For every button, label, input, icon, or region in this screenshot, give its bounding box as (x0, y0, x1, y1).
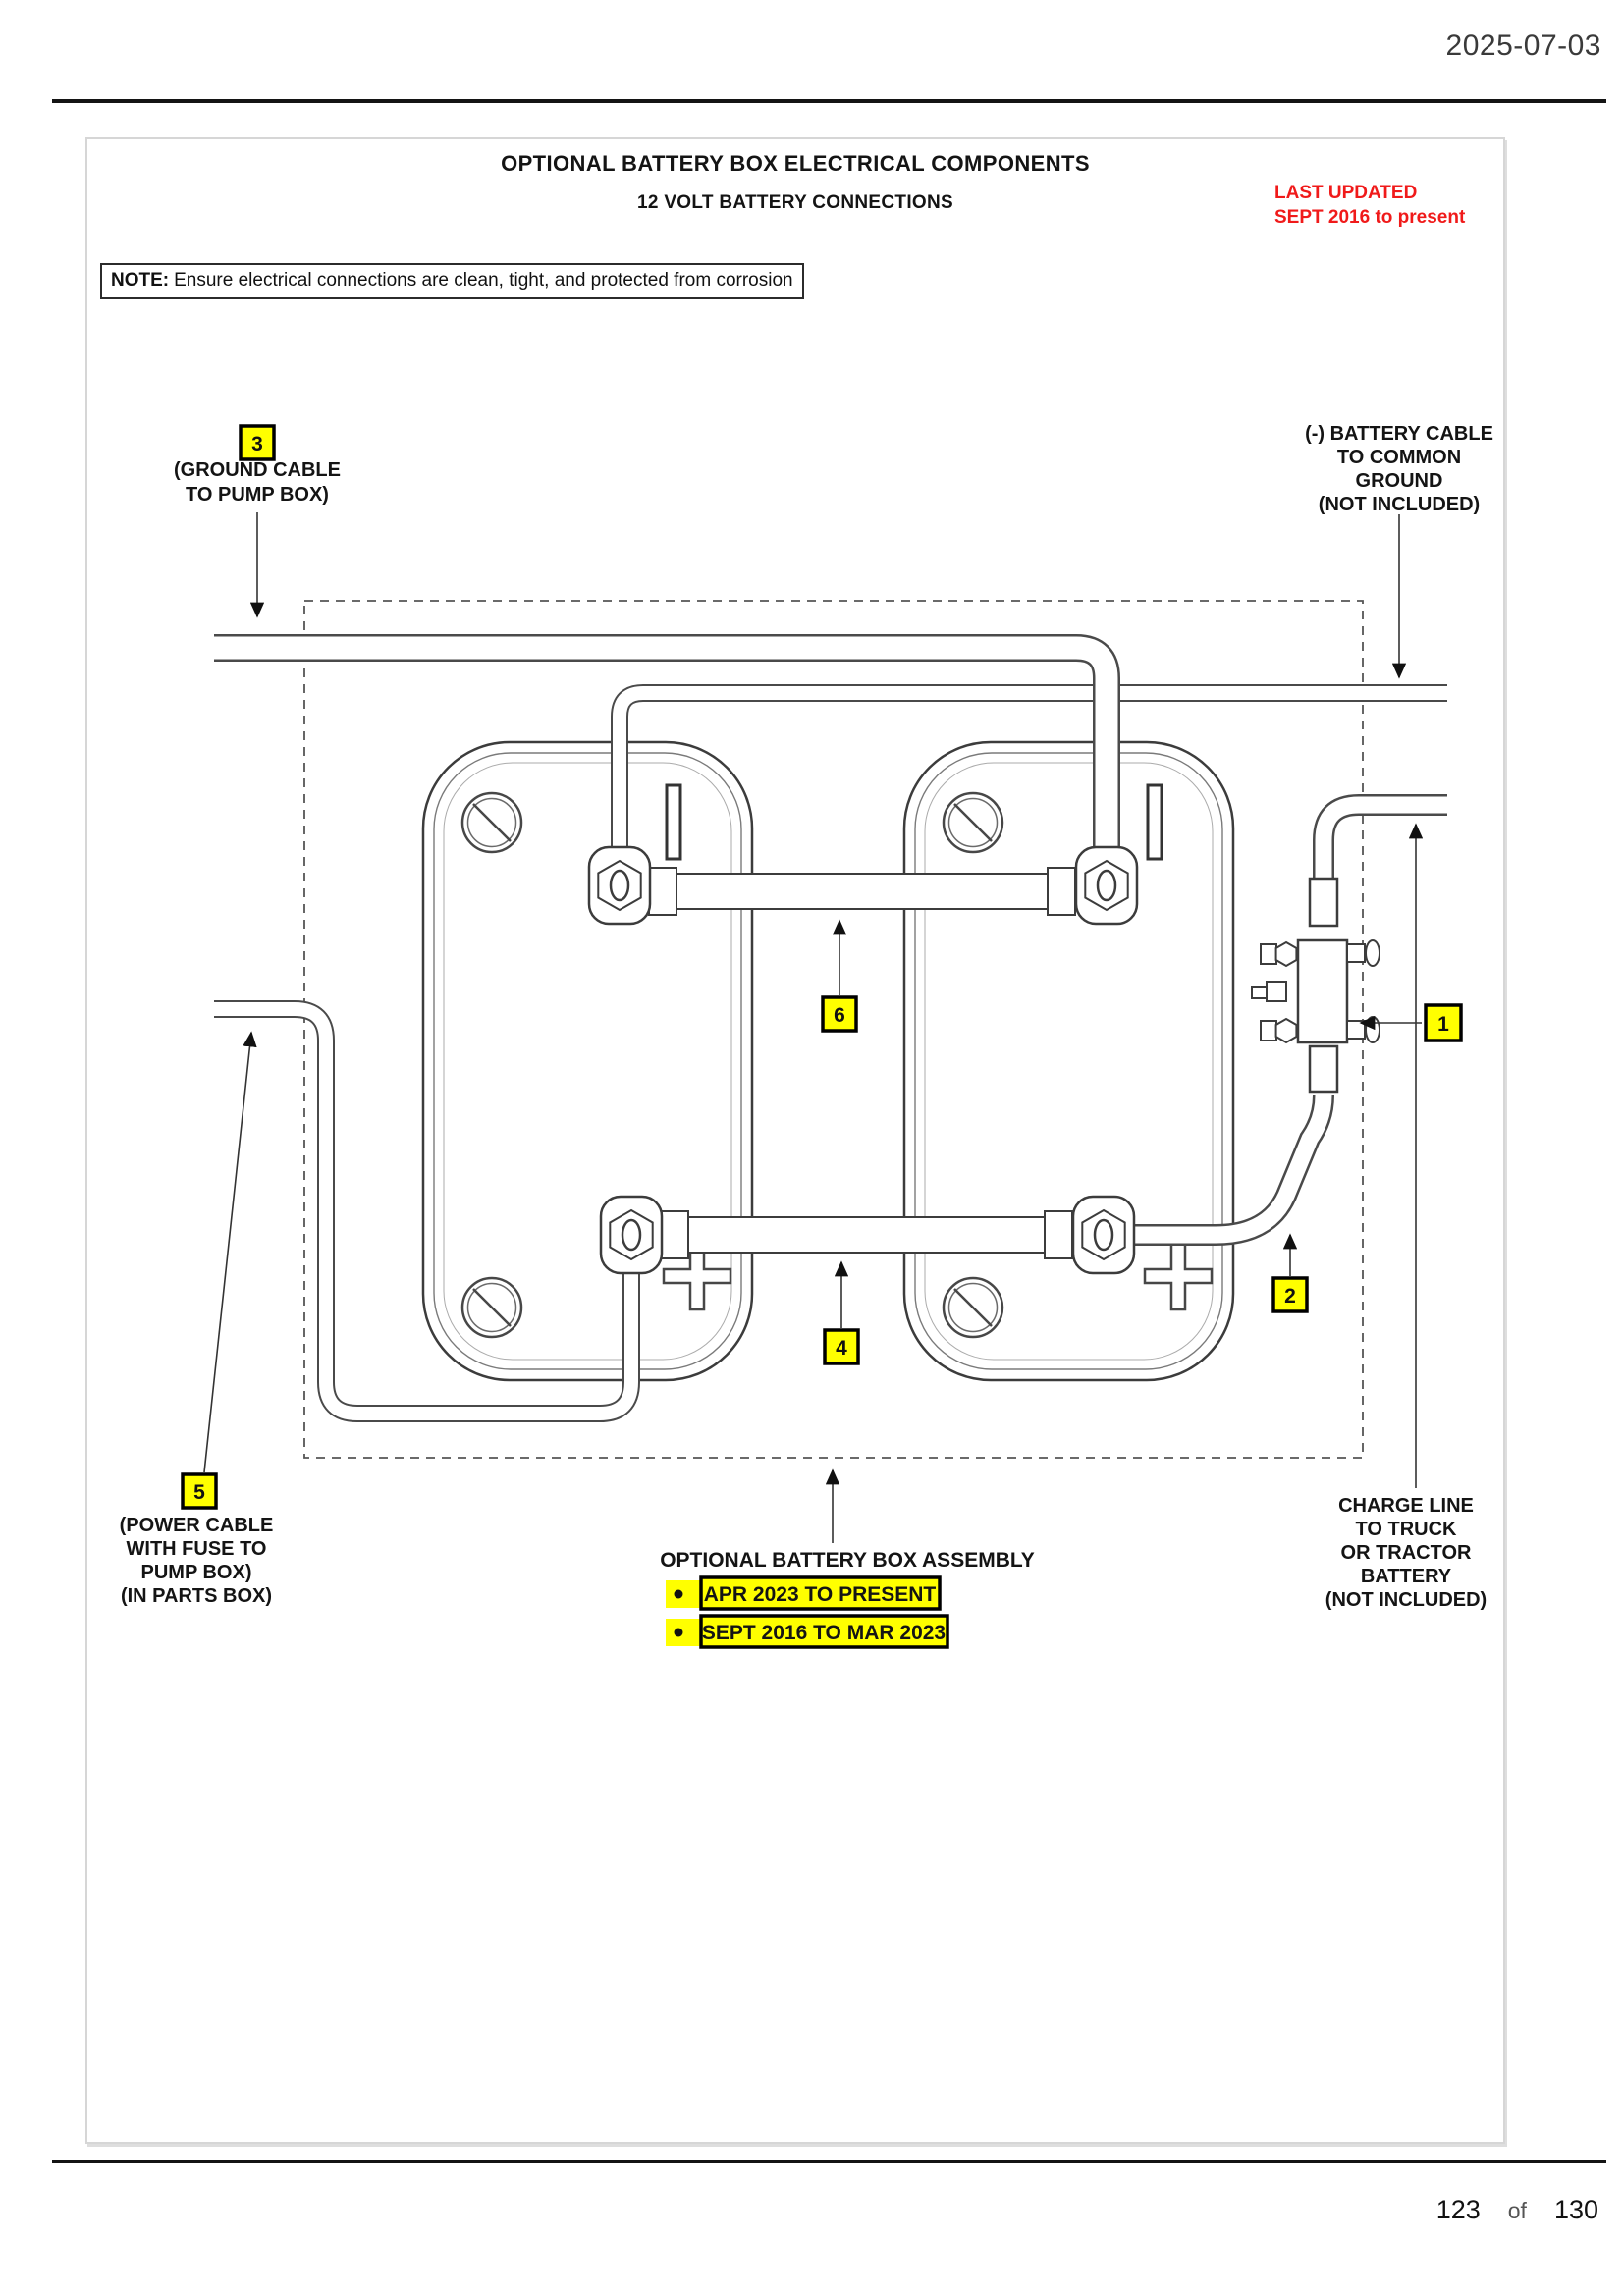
bullet-highlight (666, 1619, 701, 1646)
svg-text:(NOT INCLUDED): (NOT INCLUDED) (1319, 494, 1480, 515)
callout-6: 6 (821, 995, 858, 1033)
svg-text:TO COMMON: TO COMMON (1337, 447, 1461, 468)
power-cable-5 (214, 1000, 640, 1422)
bullet-dot (674, 1589, 683, 1599)
callout-4: 4 (823, 1328, 860, 1365)
svg-text:(GROUND CABLE: (GROUND CABLE (174, 459, 341, 481)
page-of-label: of (1507, 2198, 1527, 2223)
bottom-rule (52, 2160, 1606, 2163)
terminal-lug (1071, 1195, 1136, 1275)
note-box: NOTE:Ensure electrical connections are c… (100, 263, 804, 299)
current-page-number: 123 (1435, 2195, 1481, 2224)
battery-left (423, 742, 752, 1380)
callout-1-number: 1 (1437, 1013, 1449, 1036)
svg-text:WITH FUSE TO: WITH FUSE TO (127, 1538, 267, 1560)
charge-line-label: CHARGE LINE TO TRUCK OR TRACTOR BATTERY … (1325, 1495, 1487, 1611)
callout-5-number: 5 (193, 1481, 205, 1504)
revision-item-box (699, 1614, 949, 1649)
last-updated-line1: LAST UPDATED (1274, 183, 1418, 203)
svg-text:(-) BATTERY CABLE: (-) BATTERY CABLE (1305, 423, 1493, 445)
charge-line-cable (1313, 794, 1447, 888)
svg-text:PUMP BOX): PUMP BOX) (141, 1562, 252, 1583)
terminal-lug (587, 845, 652, 926)
leader-lines (203, 512, 1424, 1543)
negative-battery-cable (611, 684, 1447, 852)
callout-3-number: 3 (251, 433, 263, 455)
callout-2: 2 (1271, 1276, 1309, 1313)
bullet-highlight (666, 1580, 701, 1608)
terminal-lug (599, 1195, 664, 1275)
terminal-lug (1074, 845, 1139, 926)
assembly-title: OPTIONAL BATTERY BOX ASSEMBLY (660, 1549, 1035, 1572)
callout-4-number: 4 (836, 1337, 847, 1360)
callout-1: 1 (1424, 1003, 1463, 1042)
total-page-number: 130 (1553, 2195, 1598, 2224)
junction-block (1251, 877, 1380, 1094)
top-rule (52, 99, 1606, 103)
ground-cable-label: (GROUND CABLE TO PUMP BOX) (174, 459, 341, 506)
svg-text:GROUND: GROUND (1356, 470, 1443, 492)
svg-text:TO TRUCK: TO TRUCK (1356, 1519, 1458, 1540)
revision-item-box (699, 1575, 942, 1611)
bullet-dot (674, 1628, 683, 1637)
document-date: 2025-07-03 (1445, 29, 1601, 62)
revision-item-1: APR 2023 TO PRESENT (704, 1583, 937, 1606)
callout-6-number: 6 (834, 1004, 845, 1027)
neg-battery-cable-label: (-) BATTERY CABLE TO COMMON GROUND (NOT … (1305, 423, 1493, 515)
svg-text:(IN PARTS BOX): (IN PARTS BOX) (121, 1585, 272, 1607)
ground-cable-3 (214, 634, 1120, 852)
busbar-top-6 (648, 867, 1076, 916)
note-text: Ensure electrical connections are clean,… (174, 270, 793, 291)
page-footer: 123 of 130 (1436, 2195, 1598, 2225)
svg-text:BATTERY: BATTERY (1361, 1566, 1452, 1587)
last-updated-line2: SEPT 2016 to present (1274, 207, 1466, 228)
jumper-cable-2 (1129, 1095, 1334, 1246)
sheet-title: OPTIONAL BATTERY BOX ELECTRICAL COMPONEN… (501, 151, 1090, 176)
svg-text:TO PUMP BOX): TO PUMP BOX) (186, 484, 329, 506)
svg-text:(NOT INCLUDED): (NOT INCLUDED) (1325, 1589, 1487, 1611)
revision-item-2: SEPT 2016 TO MAR 2023 (702, 1622, 946, 1644)
callout-3: 3 (239, 424, 276, 461)
assembly-label: OPTIONAL BATTERY BOX ASSEMBLY APR 2023 T… (660, 1549, 1035, 1649)
svg-text:OR TRACTOR: OR TRACTOR (1341, 1542, 1473, 1564)
note-label: NOTE: (111, 270, 170, 291)
sheet-subtitle: 12 VOLT BATTERY CONNECTIONS (637, 192, 953, 213)
battery-right (904, 742, 1233, 1380)
svg-text:CHARGE LINE: CHARGE LINE (1338, 1495, 1474, 1517)
callout-2-number: 2 (1284, 1285, 1296, 1308)
power-cable-label: (POWER CABLE WITH FUSE TO PUMP BOX) (IN … (120, 1515, 274, 1607)
busbar-bottom-4 (660, 1210, 1073, 1259)
svg-text:(POWER CABLE: (POWER CABLE (120, 1515, 274, 1536)
callout-5: 5 (181, 1472, 218, 1510)
last-updated-note: LAST UPDATED SEPT 2016 to present (1274, 181, 1465, 230)
